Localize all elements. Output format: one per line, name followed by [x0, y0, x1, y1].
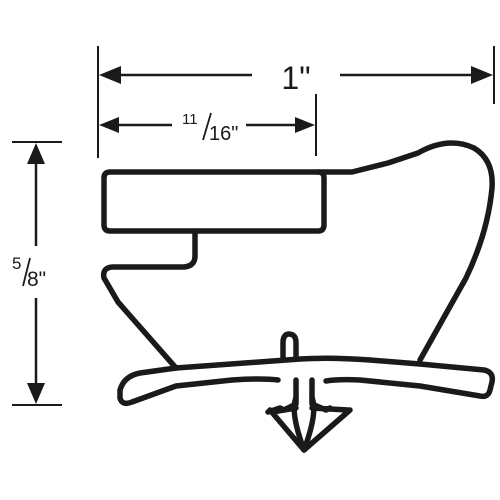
inner-width-dimension: 11 16"	[99, 94, 317, 156]
inner-width-denominator: 16"	[209, 123, 238, 145]
inner-width-numerator: 11	[182, 111, 198, 128]
inner-wall	[100, 228, 198, 371]
arrow-left-icon	[99, 66, 121, 84]
arrow-right-icon	[295, 117, 315, 133]
overall-width-dimension: 1"	[97, 46, 495, 158]
overall-width-label: 1"	[281, 60, 310, 96]
arrow-down-icon	[27, 383, 45, 404]
arrow-left-icon	[99, 117, 119, 133]
fraction-slash	[202, 112, 212, 141]
center-stem	[280, 331, 299, 362]
arrow-right-icon	[471, 66, 493, 84]
magnet-pocket	[101, 169, 327, 234]
dart-barbs	[267, 407, 353, 453]
arrow-up-icon	[27, 143, 45, 164]
height-denominator: 8"	[27, 268, 46, 291]
base-strip	[173, 355, 496, 400]
bellows-outline	[315, 140, 495, 363]
gasket-profile	[100, 140, 496, 453]
height-dimension: 5 8"	[12, 141, 62, 406]
base-left-flange	[117, 365, 281, 407]
height-numerator: 5	[12, 254, 21, 273]
fraction-slash	[22, 257, 31, 287]
